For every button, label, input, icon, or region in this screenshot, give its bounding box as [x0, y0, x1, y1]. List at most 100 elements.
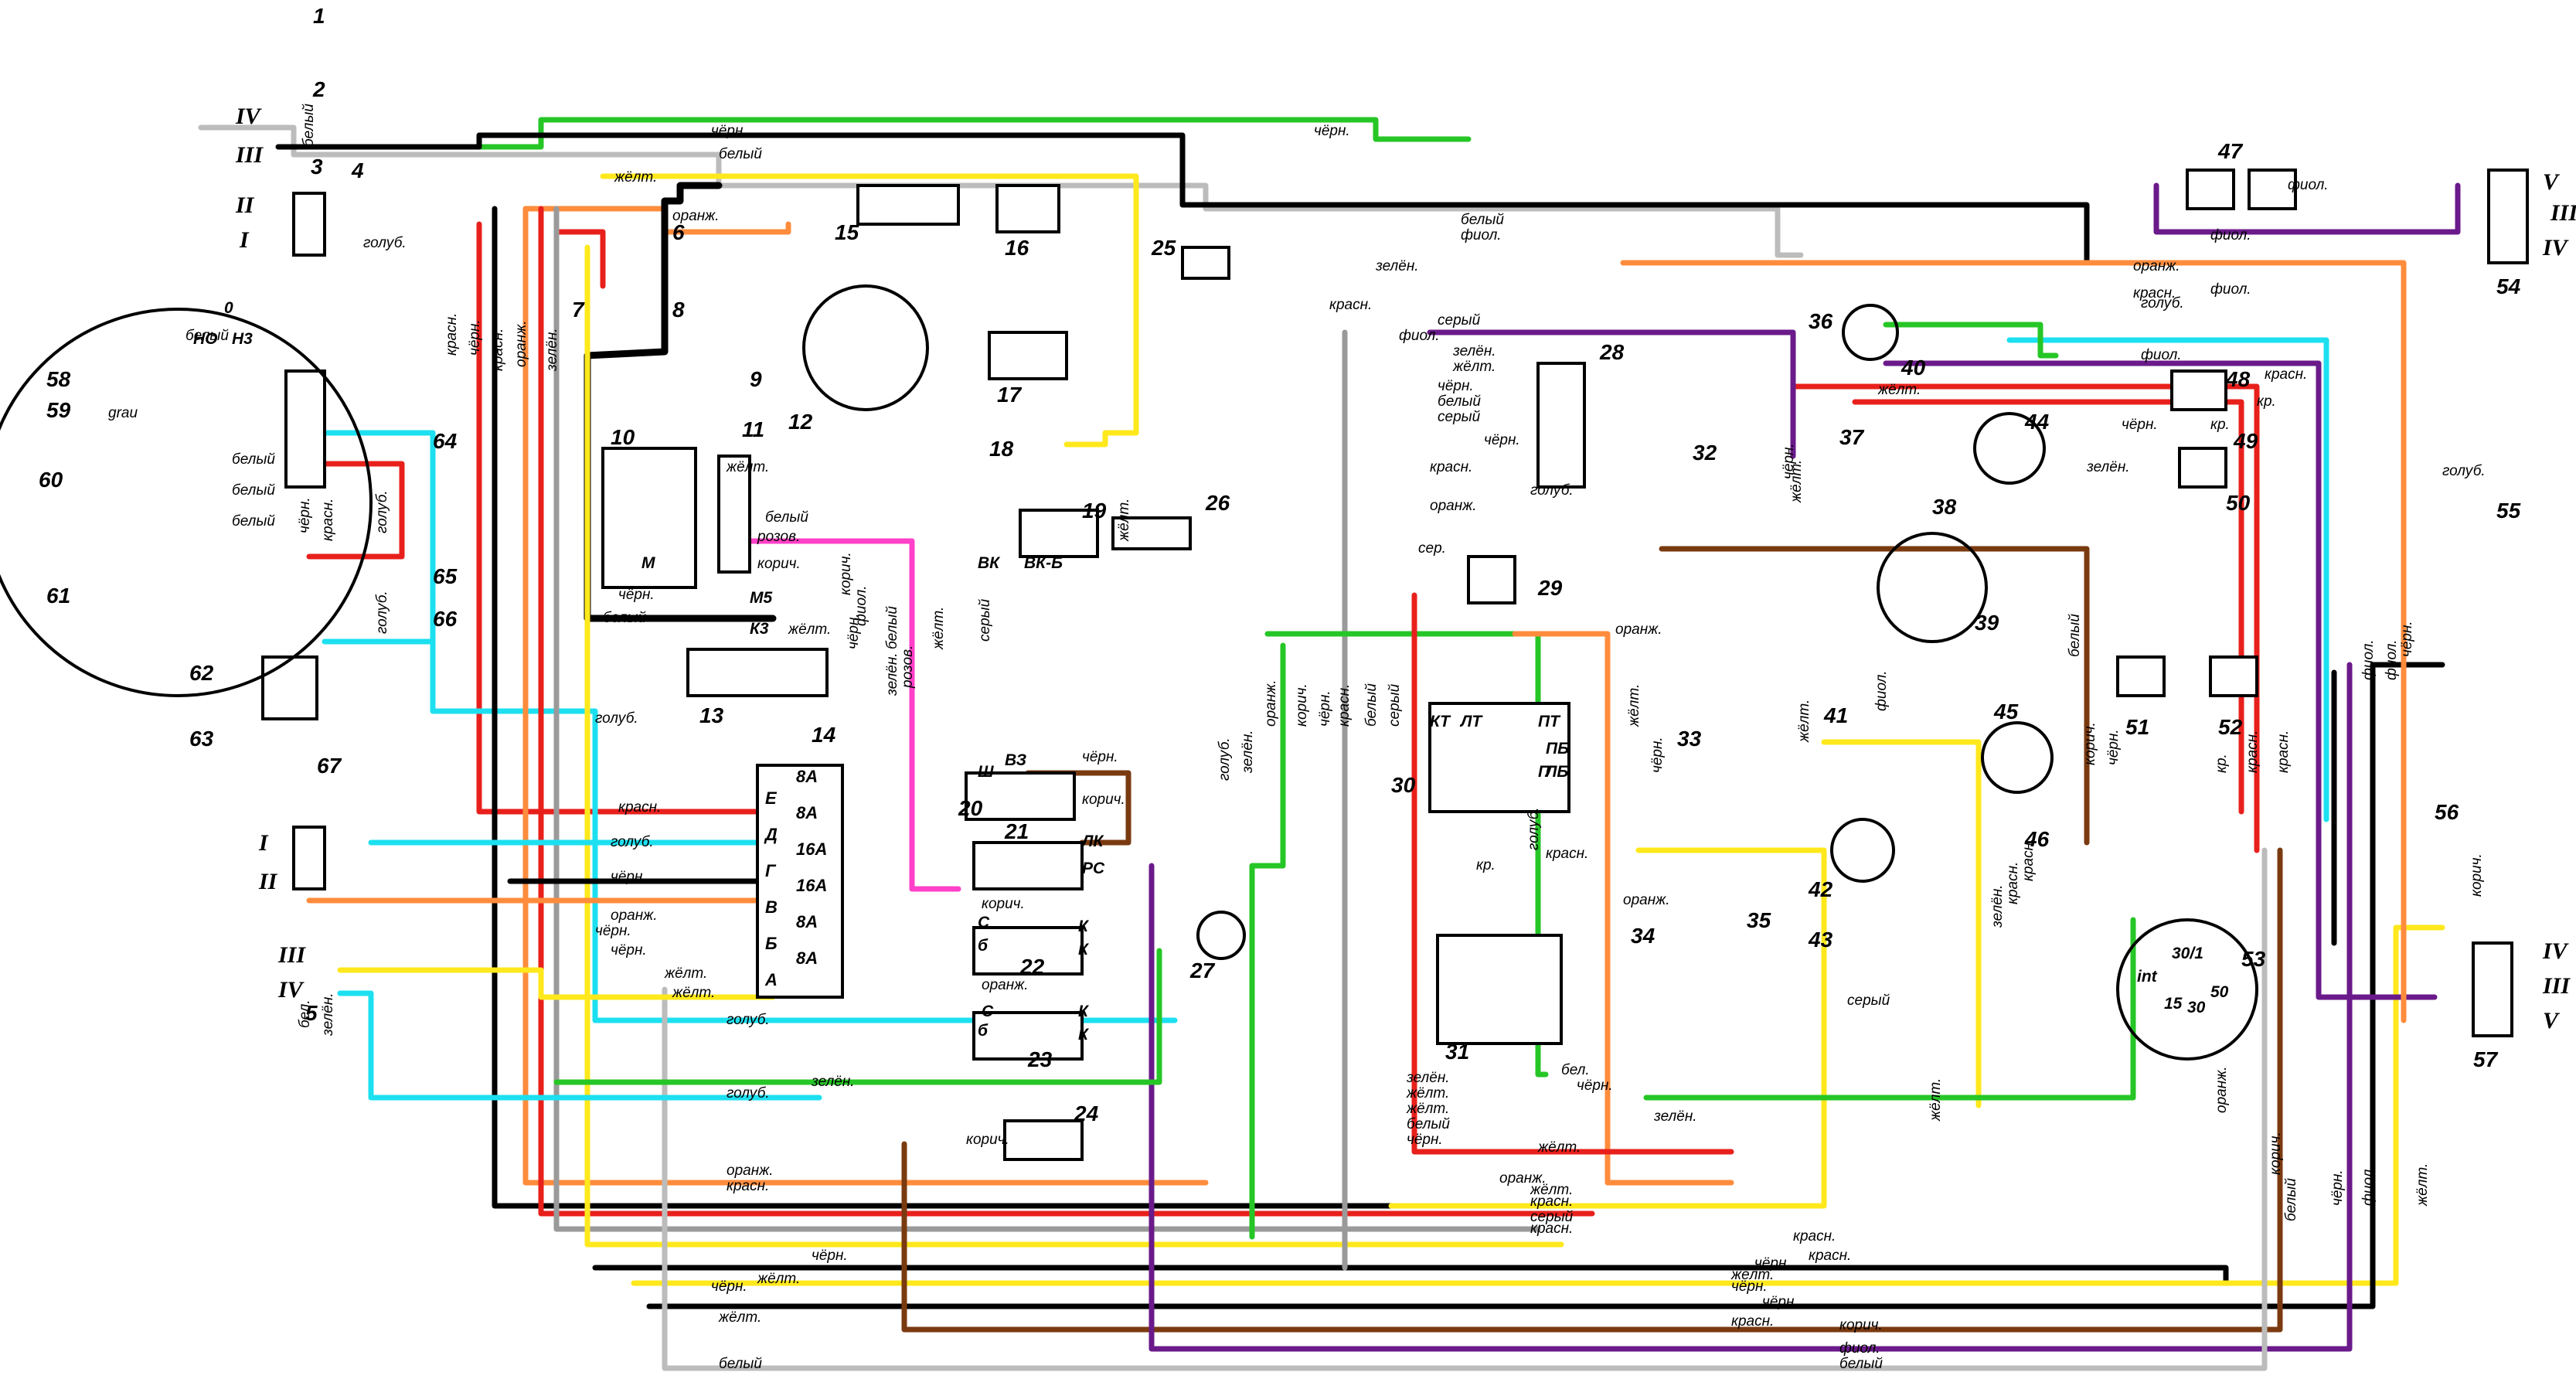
component-number-12: 12 [788, 410, 813, 434]
wire-label-v-red-2: красн. [490, 329, 506, 371]
component-number-26: 26 [1205, 491, 1230, 515]
wire-label-white-56: белый [1407, 1116, 1450, 1132]
component-number-30: 30 [1391, 773, 1416, 797]
wire-brown-fuse [1025, 770, 1131, 846]
component-number-33: 33 [1677, 727, 1702, 751]
component-number-51: 51 [2125, 715, 2149, 739]
wire-label-blue-5: голуб. [363, 235, 407, 251]
roman-label-0: I [239, 227, 250, 253]
component-number-41: 41 [1823, 703, 1848, 727]
relay-67 [261, 655, 318, 720]
component-number-35: 35 [1747, 908, 1771, 932]
component-number-10: 10 [611, 425, 635, 449]
wire-label-red_short-93: кр. [2257, 393, 2276, 410]
component-number-45: 45 [1993, 700, 2019, 724]
wire-white-bottom [662, 847, 2268, 1371]
wire-label-red-96: красн. [2265, 366, 2307, 383]
wire-label-v-white-32: белый [2067, 614, 2083, 657]
relay-23 [972, 1011, 1084, 1061]
component-number-9: 9 [750, 367, 762, 391]
wire-label-white-100: белый [232, 482, 275, 499]
component-number-60: 60 [39, 468, 63, 492]
component-number-56: 56 [2435, 800, 2459, 824]
wire-label-orange-41: оранж. [727, 1163, 774, 1179]
wire-label-v-grey-21: серый [1387, 683, 1403, 727]
component-number-36: 36 [1809, 309, 1833, 333]
component-number-50: 50 [2226, 491, 2251, 515]
component-number-4: 4 [351, 158, 364, 182]
wire-label-blue-88: голуб. [2442, 463, 2486, 479]
wire-label-black-34: чёрн. [595, 923, 631, 939]
wire-label-v-yellow-24: жёлт. [1796, 700, 1812, 743]
wire-label-v-black-38: чёрн. [2329, 1170, 2346, 1206]
wire-label-red_short-70: кр. [1476, 857, 1496, 873]
wire-label-red-30: красн. [618, 799, 661, 815]
wire-label-violet-91: фиол. [2210, 281, 2251, 298]
coil-17 [988, 331, 1068, 380]
battery-24 [1003, 1119, 1084, 1161]
component-number-62: 62 [189, 661, 214, 685]
wire-label-grau-97: grau [108, 405, 138, 421]
wire-label-white-23: белый [765, 509, 808, 526]
component-number-14: 14 [812, 723, 836, 747]
terminal-label-k3-3: К3 [750, 620, 769, 638]
component-number-3: 3 [311, 155, 323, 179]
component-number-66: 66 [433, 607, 458, 631]
terminal-label-ho-28: НО [193, 330, 218, 348]
wire-label-v-green-53: зелён. [320, 993, 336, 1037]
component-number-63: 63 [189, 727, 214, 751]
fuse-value-1: 8A [796, 803, 818, 822]
roman-label-9: III [2550, 200, 2576, 226]
wire-label-v-orange-16: оранж. [1263, 679, 1279, 727]
lamp-26 [1111, 516, 1192, 550]
wire-label-v-pink-10: розов. [900, 645, 916, 689]
wire-label-blue-29: голуб. [595, 710, 638, 727]
relay-51 [2116, 655, 2166, 697]
wire-label-v-yellow-28: жёлт. [1928, 1078, 1944, 1122]
wire-label-white-27: белый [603, 610, 646, 626]
wire-label-yellow-26: жёлт. [788, 621, 831, 638]
relay-48 [2170, 369, 2227, 411]
wire-label-black-66: чёрн. [1577, 1078, 1613, 1094]
component-number-18: 18 [989, 437, 1014, 461]
wire-red-main [476, 221, 838, 815]
relay-47b [2248, 169, 2297, 210]
wire-label-orange-59: оранж. [1499, 1170, 1547, 1187]
wire-label-grey-64: серый [1847, 993, 1890, 1009]
wire-label-red_short-94: кр. [2210, 417, 2230, 433]
fuse-letter-2: Г [765, 861, 777, 880]
roman-label-1: II [235, 192, 255, 218]
component-number-19: 19 [1082, 499, 1107, 523]
component-number-39: 39 [1975, 611, 1999, 635]
component-number-13: 13 [699, 703, 724, 727]
wire-label-green-65: зелён. [1653, 1108, 1697, 1125]
wire-yellow-right [1821, 739, 1982, 1108]
terminal-label-t30-24: 30 [2187, 999, 2206, 1016]
terminal-label-t15-23: 15 [2164, 995, 2183, 1013]
switch-25 [1181, 246, 1230, 280]
wire-label-v-brown-36: корич. [2268, 1132, 2284, 1175]
fuse-letter-4: Б [765, 934, 778, 953]
fuse-value-5: 8A [796, 948, 818, 968]
wire-yellow-left [584, 244, 1564, 1248]
wire-label-v-green-29: зелён. [1989, 884, 2006, 928]
component-number-55: 55 [2496, 499, 2521, 523]
wire-label-white-47: белый [719, 1356, 762, 1372]
wire-label-red-84: красн. [2133, 285, 2176, 301]
wire-label-black-57: чёрн. [1407, 1132, 1443, 1148]
wire-label-v-black-5: чёрн. [846, 613, 862, 649]
wire-label-v-grey-8: серый [977, 598, 993, 642]
wire-label-v-green-4: зелён. [544, 328, 560, 372]
wire-label-v-orange-3: оранж. [513, 320, 529, 367]
connector-54 [2487, 169, 2529, 264]
wire-label-v-black-23: чёрн. [1649, 737, 1666, 773]
wire-black-bottom2 [646, 662, 2445, 1309]
wire-label-yellow-60: жёлт. [1530, 1182, 1573, 1198]
wire-label-v-brown-33: корич. [2082, 722, 2098, 765]
component-number-40: 40 [1901, 356, 1926, 380]
wire-label-v-black-26: чёрн. [1781, 443, 1797, 479]
wire-label-v-brown-12: корич. [838, 552, 854, 595]
